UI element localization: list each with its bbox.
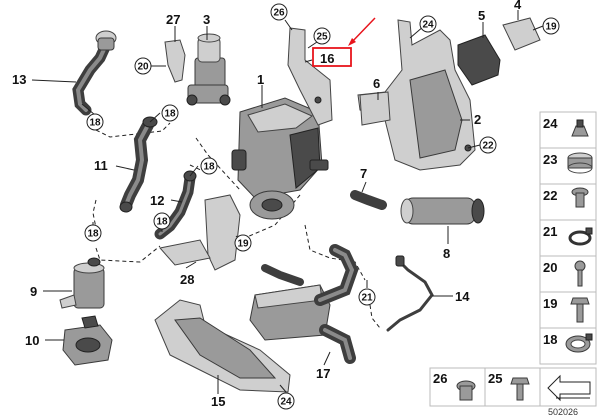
svg-text:18: 18 [543, 332, 557, 347]
circle-callout-25: 25 [313, 27, 331, 45]
svg-text:23: 23 [543, 152, 557, 167]
svg-text:18: 18 [89, 118, 101, 129]
bracket-28 [159, 194, 241, 271]
fastener-21-row: 21 [543, 224, 593, 246]
pump-3 [186, 33, 231, 106]
circle-callout-18-d: 18 [84, 224, 102, 242]
svg-text:22: 22 [543, 188, 557, 203]
svg-text:25: 25 [316, 32, 328, 43]
svg-text:19: 19 [543, 296, 557, 311]
hose-11 [119, 116, 158, 213]
fastener-18-row: 18 [543, 332, 593, 353]
circle-callout-18-b: 18 [161, 104, 179, 122]
callout-1: 1 [257, 72, 264, 87]
bracket-27 [164, 39, 186, 83]
callout-13: 13 [12, 72, 26, 87]
callout-12: 12 [150, 193, 164, 208]
svg-text:21: 21 [361, 293, 373, 304]
svg-text:26: 26 [273, 8, 285, 19]
exhaust-17 [249, 244, 359, 364]
svg-text:18: 18 [156, 217, 168, 228]
highlight-pointer [312, 17, 376, 67]
svg-text:21: 21 [543, 224, 557, 239]
circle-callout-21: 21 [358, 288, 376, 306]
circle-callout-22: 22 [479, 136, 497, 154]
svg-text:26: 26 [433, 371, 447, 386]
highlight-box-16 [312, 47, 352, 67]
circle-callout-24-a: 24 [419, 15, 437, 33]
circle-callout-18-c: 18 [200, 157, 218, 175]
fastener-23-row: 23 [543, 152, 593, 174]
callout-16: 16 [320, 51, 334, 66]
svg-text:24: 24 [543, 116, 558, 131]
muffler-8 [400, 197, 485, 225]
fastener-22-row: 22 [543, 187, 589, 208]
callout-2: 2 [474, 112, 481, 127]
clip-nut-icon [571, 125, 589, 137]
callout-14: 14 [455, 289, 470, 304]
svg-text:18: 18 [164, 109, 176, 120]
svg-text:20: 20 [543, 260, 557, 275]
callout-10: 10 [25, 333, 39, 348]
fastener-20-row: 20 [543, 260, 586, 287]
bracket-16 [287, 27, 333, 126]
hex-bolt-icon [570, 297, 590, 305]
fastener-19-row: 19 [543, 296, 590, 323]
reference-number: 502026 [548, 407, 578, 417]
highlight-arrow-head [348, 38, 356, 46]
highlight-arrow-line [349, 17, 376, 45]
pump-9 [59, 257, 105, 309]
callout-11: 11 [94, 158, 108, 173]
fastener-24-row: 24 [543, 116, 589, 137]
hose-7 [350, 190, 387, 210]
svg-text:19: 19 [545, 22, 557, 33]
callout-28: 28 [180, 272, 194, 287]
svg-text:25: 25 [488, 371, 502, 386]
svg-text:22: 22 [482, 141, 494, 152]
mount-10 [62, 315, 113, 366]
fastener-25-cell: 25 [488, 371, 530, 401]
callout-3: 3 [203, 12, 210, 27]
svg-text:24: 24 [280, 397, 292, 408]
callout-17: 17 [316, 366, 330, 381]
callout-4: 4 [514, 0, 522, 12]
svg-text:24: 24 [422, 20, 434, 31]
callout-5: 5 [478, 8, 485, 23]
callout-numbers: 27 3 13 1 16 5 4 6 2 11 12 7 8 28 9 14 1… [12, 0, 522, 409]
circle-callout-18-a: 18 [86, 113, 104, 131]
fastener-26-cell: 26 [433, 371, 476, 401]
hose-13 [72, 30, 117, 116]
fuel-line-14 [386, 255, 434, 332]
circle-callout-19-b: 19 [234, 234, 252, 252]
callout-15: 15 [211, 394, 225, 409]
svg-text:18: 18 [203, 162, 215, 173]
callout-9: 9 [30, 284, 37, 299]
direction-arrow-icon [547, 374, 591, 402]
circle-callout-19-a: 19 [542, 17, 560, 35]
dashed-routing [92, 122, 381, 329]
svg-text:19: 19 [237, 239, 249, 250]
circle-callout-26: 26 [270, 3, 288, 21]
callout-7: 7 [360, 166, 367, 181]
spring-clamp-icon [568, 230, 592, 246]
circle-callout-24-b: 24 [277, 392, 295, 410]
fastener-panel: 24 23 22 21 20 19 [429, 111, 597, 407]
svg-text:20: 20 [137, 62, 149, 73]
heater-1 [231, 97, 329, 220]
circle-callout-20: 20 [134, 57, 152, 75]
circle-callout-18-e: 18 [153, 212, 171, 230]
fastener-arrow-cell [547, 374, 591, 402]
callout-27: 27 [166, 12, 180, 27]
callout-6: 6 [373, 76, 380, 91]
plate-4 [502, 17, 541, 51]
bracket-6 [359, 91, 391, 126]
hex-screw-icon [510, 377, 530, 385]
callout-8: 8 [443, 246, 450, 261]
bracket-15 [154, 299, 291, 393]
seal-5 [457, 34, 501, 86]
circled-callouts: 20 18 18 26 25 24 19 22 18 18 18 19 21 2… [84, 3, 560, 410]
svg-text:18: 18 [87, 229, 99, 240]
